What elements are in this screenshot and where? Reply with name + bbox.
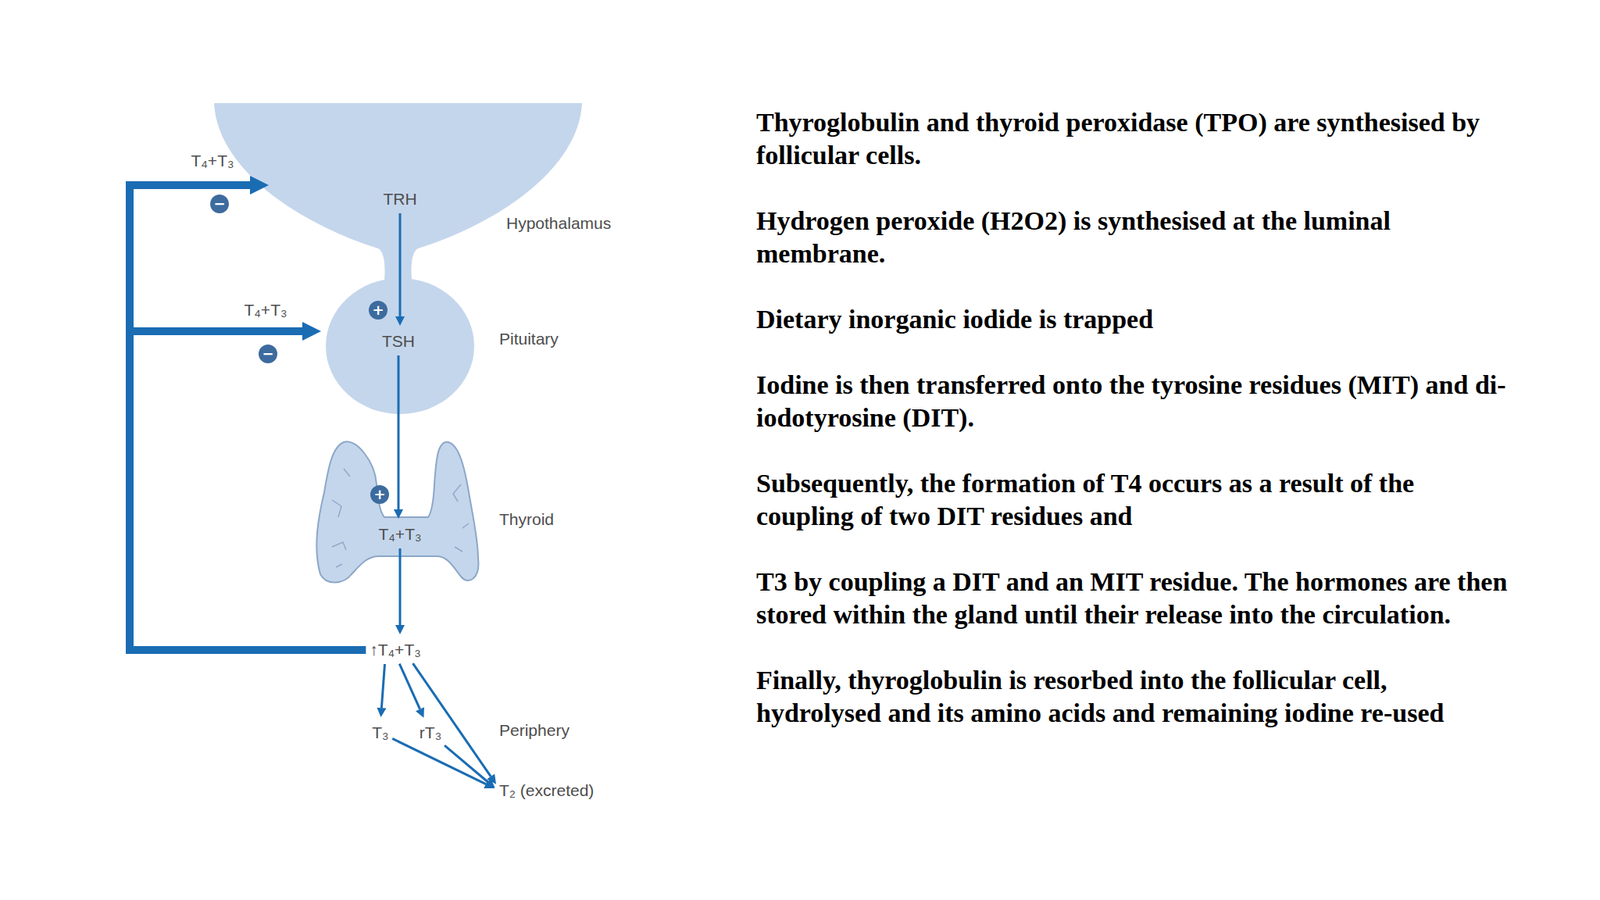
connector-arrow — [413, 663, 492, 777]
feedback-label: T₄+T₃ — [243, 300, 287, 321]
connector-arrow — [399, 213, 402, 317]
hormone-name: T₄+T₃ — [378, 524, 422, 545]
note-paragraph: Hydrogen peroxide (H2O2) is synthesised … — [756, 204, 1511, 271]
region-label: Thyroid — [499, 509, 554, 530]
label-anchor: Periphery — [0, 0, 71, 21]
hormone-name: TRH — [382, 189, 417, 210]
notes-column: Thyroglobulin and thyroid peroxidase (TP… — [756, 106, 1511, 763]
hormone-level: ↑T₄+T₃ — [369, 639, 422, 661]
connector-arrow — [399, 548, 402, 625]
note-paragraph: T3 by coupling a DIT and an MIT residue.… — [756, 565, 1511, 632]
connector-arrow — [381, 664, 385, 708]
stimulation-sign: + — [368, 300, 388, 320]
region-label: Hypothalamus — [506, 213, 611, 234]
label-anchor: + — [0, 0, 19, 19]
note-paragraph: Finally, thyroglobulin is resorbed into … — [756, 664, 1511, 730]
label-anchor: − — [0, 0, 19, 19]
inhibition-sign: − — [210, 194, 229, 214]
pituitary-shape: TSHPituitary — [325, 278, 475, 415]
hormone-node: ↑T₄+T₃ — [369, 639, 422, 661]
excretion-label: T₂ (excreted) — [499, 780, 594, 801]
connector-arrow — [444, 745, 489, 783]
inhibition-sign: − — [258, 344, 278, 364]
note-paragraph: Iodine is then transferred onto the tyro… — [756, 368, 1511, 435]
region-label: Periphery — [499, 720, 570, 741]
connector-arrow — [392, 738, 486, 784]
stimulation-sign: + — [370, 485, 390, 504]
hormone-node: T₃ — [371, 722, 390, 743]
hormone-node: T₂ (excreted) — [499, 780, 595, 801]
hormone-name: rT₃ — [419, 722, 442, 743]
label-anchor: + — [0, 0, 19, 19]
connector-arrow — [397, 355, 400, 510]
note-paragraph: Subsequently, the formation of T4 occurs… — [756, 467, 1511, 533]
feedback-label: T₄+T₃ — [190, 150, 234, 172]
hormone-name: TSH — [382, 331, 415, 352]
thyroid-outline — [314, 437, 483, 588]
note-paragraph: Thyroglobulin and thyroid peroxidase (TP… — [756, 106, 1511, 172]
hypothalamus-shape: TRHHypothalamus — [214, 103, 583, 288]
label-anchor: T₄+T₃ — [0, 0, 43, 21]
note-paragraph: Dietary inorganic iodide is trapped — [756, 303, 1511, 336]
label-anchor: T₄+T₃ — [0, 0, 43, 21]
hormone-name: T₃ — [371, 722, 389, 743]
region-label: Pituitary — [499, 328, 559, 350]
hormone-node: rT₃ — [419, 722, 443, 743]
label-anchor: − — [0, 0, 19, 19]
thyroid-gland: T₄+T₃Thyroid — [314, 437, 483, 588]
